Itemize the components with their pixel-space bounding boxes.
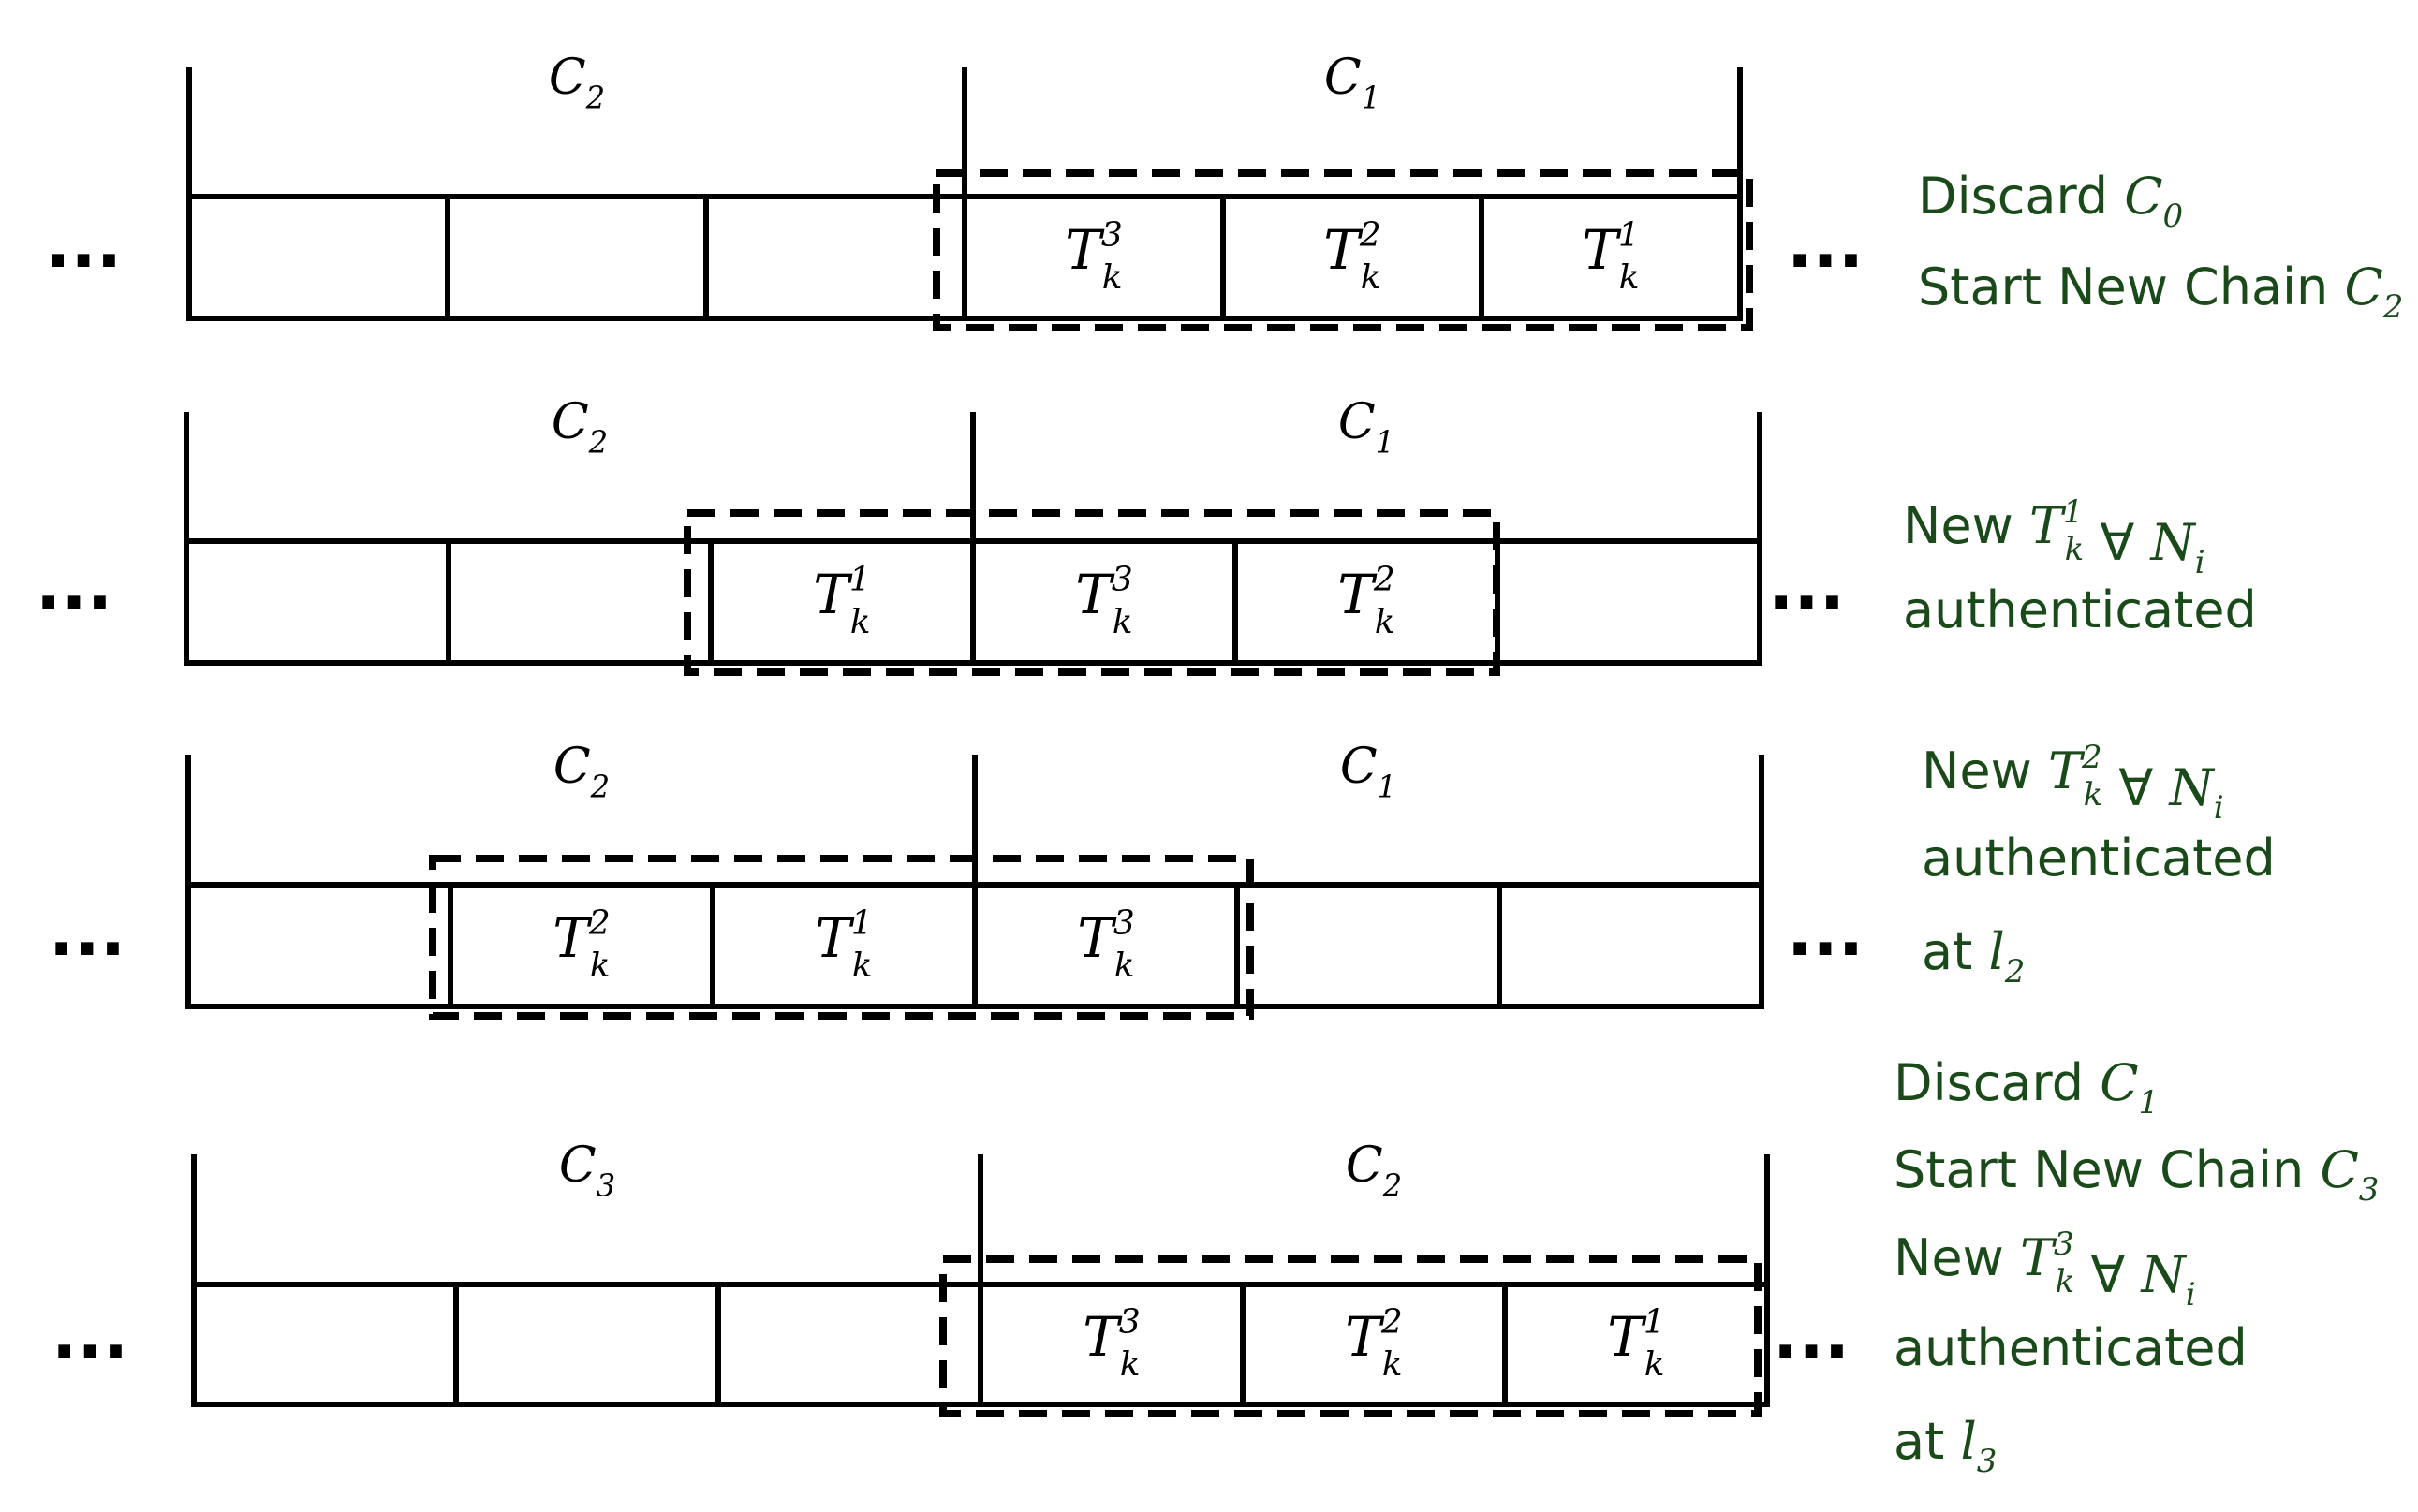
sliding-window (933, 169, 1753, 331)
ellipsis-left: ... (36, 546, 112, 624)
key-slot (446, 538, 714, 666)
key-slot (1502, 1282, 1770, 1407)
chain-label-right: C1 (1324, 50, 1380, 116)
key-slot (703, 194, 967, 321)
row-note-line: authenticated (1903, 580, 2257, 639)
chain-label-left: C3 (559, 1138, 615, 1204)
key-slot (184, 538, 451, 666)
key-slot (1234, 882, 1502, 1009)
key-slot (1497, 882, 1764, 1009)
chain-label-right: C2 (1346, 1138, 1402, 1204)
row-note-line: authenticated (1922, 829, 2276, 888)
row-note-line: Start New Chain C2 (1918, 257, 2403, 326)
row-note-line: at l3 (1894, 1412, 1997, 1480)
sliding-window (429, 855, 1254, 1020)
chain-label-left: C2 (552, 394, 608, 461)
ellipsis-right: ... (1773, 1295, 1850, 1373)
row-note-line: at l2 (1922, 922, 2025, 991)
sliding-window (684, 509, 1500, 676)
ellipsis-left: ... (49, 892, 125, 971)
ellipsis-right: ... (1768, 546, 1845, 624)
key-slot (185, 882, 453, 1009)
chain-label-left: C2 (549, 50, 605, 116)
ellipsis-right: ... (1787, 204, 1864, 283)
key-slot (191, 1282, 459, 1407)
chain-label-right: C1 (1340, 739, 1396, 805)
key-slot (1479, 194, 1743, 321)
sliding-window (939, 1255, 1762, 1417)
row-note-line: Start New Chain C3 (1894, 1140, 2379, 1209)
chain-label-left: C2 (553, 739, 610, 805)
ellipsis-right: ... (1787, 892, 1864, 971)
ellipsis-left: ... (45, 204, 122, 283)
row-note-line: Discard C0 (1918, 167, 2183, 235)
key-slot (1495, 538, 1762, 666)
chain-label-right: C1 (1338, 394, 1394, 461)
row-note-line: authenticated (1894, 1318, 2248, 1377)
ellipsis-left: ... (52, 1295, 128, 1373)
key-slot (453, 1282, 721, 1407)
key-slot (186, 194, 450, 321)
row-note-line: Discard C1 (1894, 1053, 2159, 1122)
key-slot (445, 194, 709, 321)
